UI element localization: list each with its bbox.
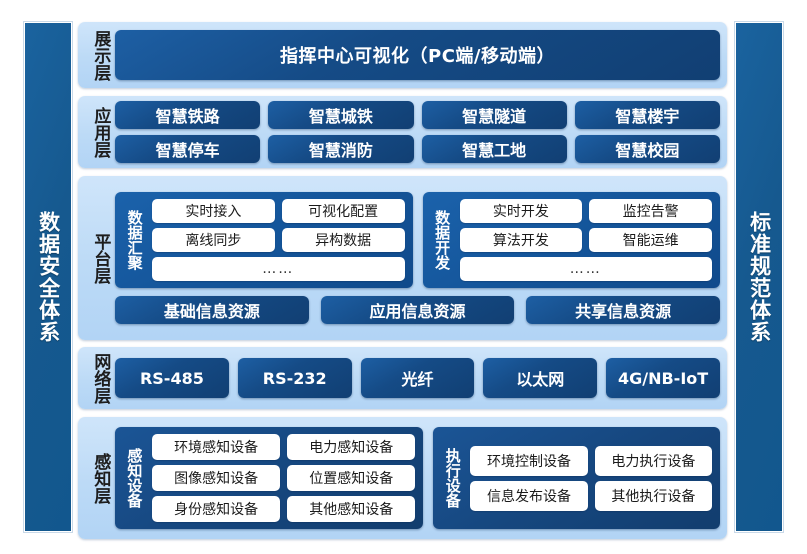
chip-monitoring-alarm[interactable]: 监控告警 [589,199,712,223]
data-development-label: 数据开发 [433,210,452,270]
sensing-devices-label: 感知设备 [125,448,144,508]
application-row-1: 智慧铁路 智慧城铁 智慧隧道 智慧楼宇 [115,101,720,129]
layer-platform: 平台层 数据汇聚 实时接入 可视化配置 离线同步 异构数据 [78,176,727,340]
sensing-devices-label-wrap: 感知设备 [123,434,145,522]
data-development-row-3: …… [459,257,712,281]
resource-basic-information[interactable]: 基础信息资源 [115,296,309,324]
layer-display-label: 展示层 [90,29,111,81]
layer-display-body: 指挥中心可视化（PC端/移动端） [115,28,720,82]
standards-specification-pillar: 标准规范体系 [735,22,783,532]
layer-display: 展示层 指挥中心可视化（PC端/移动端） [78,22,727,88]
data-development-row-2: 算法开发 智能运维 [459,228,712,252]
data-aggregation-row-1: 实时接入 可视化配置 [152,199,405,223]
perception-group-actuator-devices: 执行设备 环境控制设备 电力执行设备 信息发布设备 其他执行设备 [433,427,720,529]
app-item-smart-building[interactable]: 智慧楼宇 [574,101,720,129]
chip-algorithm-development[interactable]: 算法开发 [459,228,583,252]
layer-network-body: RS-485 RS-232 光纤 以太网 4G/NB-IoT [115,353,720,403]
layer-application-label-wrap: 应用层 [85,102,115,162]
data-development-grid: 实时开发 监控告警 算法开发 智能运维 …… [459,199,712,281]
actuator-devices-row-1: 环境控制设备 电力执行设备 [470,445,713,476]
perception-group-sensing-devices: 感知设备 环境感知设备 电力感知设备 图像感知设备 位置感知设备 身份感知设备 [115,427,424,529]
data-aggregation-row-2: 离线同步 异构数据 [152,228,405,252]
data-security-pillar-label: 数据安全体系 [36,211,61,343]
chip-other-actuator-device[interactable]: 其他执行设备 [594,480,713,511]
layer-platform-label: 平台层 [90,232,111,284]
app-item-smart-firefighting[interactable]: 智慧消防 [268,135,414,163]
app-item-smart-campus[interactable]: 智慧校园 [574,135,720,163]
data-aggregation-grid: 实时接入 可视化配置 离线同步 异构数据 …… [152,199,405,281]
layer-perception-label-wrap: 感知层 [85,423,115,533]
layer-perception-label: 感知层 [90,452,111,504]
chip-data-development-more[interactable]: …… [459,257,712,281]
chip-realtime-development[interactable]: 实时开发 [459,199,583,223]
actuator-devices-row-2: 信息发布设备 其他执行设备 [470,480,713,511]
actuator-devices-grid: 环境控制设备 电力执行设备 信息发布设备 其他执行设备 [470,434,713,522]
app-item-smart-urban-rail[interactable]: 智慧城铁 [268,101,414,129]
network-item-4g-nbiot[interactable]: 4G/NB-IoT [606,358,720,398]
chip-power-actuator-device[interactable]: 电力执行设备 [594,445,713,476]
chip-other-sensing-device[interactable]: 其他感知设备 [287,496,416,522]
chip-visualization-config[interactable]: 可视化配置 [281,199,405,223]
platform-group-data-development: 数据开发 实时开发 监控告警 算法开发 智能运维 …… [422,192,720,288]
layer-display-label-wrap: 展示层 [85,28,115,82]
resource-shared-information[interactable]: 共享信息资源 [526,296,721,324]
chip-realtime-access[interactable]: 实时接入 [152,199,275,223]
chip-power-sensing-device[interactable]: 电力感知设备 [287,434,416,460]
sensing-devices-grid: 环境感知设备 电力感知设备 图像感知设备 位置感知设备 身份感知设备 其他感知设… [152,434,416,522]
layer-application-label: 应用层 [90,106,111,158]
chip-environment-sensing-device[interactable]: 环境感知设备 [152,434,281,460]
application-row-2: 智慧停车 智慧消防 智慧工地 智慧校园 [115,135,720,163]
data-development-label-wrap: 数据开发 [431,199,453,281]
platform-group-data-aggregation: 数据汇聚 实时接入 可视化配置 离线同步 异构数据 …… [115,192,413,288]
chip-data-aggregation-more[interactable]: …… [152,257,405,281]
chip-heterogeneous-data[interactable]: 异构数据 [281,228,405,252]
layer-platform-body: 数据汇聚 实时接入 可视化配置 离线同步 异构数据 …… [115,182,721,334]
command-center-visualization-block[interactable]: 指挥中心可视化（PC端/移动端） [115,30,720,80]
chip-image-sensing-device[interactable]: 图像感知设备 [152,465,281,491]
chip-intelligent-ops[interactable]: 智能运维 [589,228,712,252]
perception-groups: 感知设备 环境感知设备 电力感知设备 图像感知设备 位置感知设备 身份感知设备 [115,427,720,529]
chip-environment-control-device[interactable]: 环境控制设备 [470,445,588,476]
layer-network-label: 网络层 [90,352,111,404]
network-item-ethernet[interactable]: 以太网 [483,358,598,398]
layer-perception: 感知层 感知设备 环境感知设备 电力感知设备 图像感知设备 位置感 [78,417,727,539]
data-development-row-1: 实时开发 监控告警 [459,199,712,223]
layer-perception-body: 感知设备 环境感知设备 电力感知设备 图像感知设备 位置感知设备 身份感知设备 [115,423,720,533]
app-item-smart-tunnel[interactable]: 智慧隧道 [421,101,567,129]
chip-identity-sensing-device[interactable]: 身份感知设备 [152,496,281,522]
chip-offline-sync[interactable]: 离线同步 [152,228,275,252]
layer-network: 网络层 RS-485 RS-232 光纤 以太网 4G/NB-IoT [78,347,727,409]
actuator-devices-label-wrap: 执行设备 [441,434,463,522]
platform-groups: 数据汇聚 实时接入 可视化配置 离线同步 异构数据 …… [115,192,720,288]
platform-resources-row: 基础信息资源 应用信息资源 共享信息资源 [115,296,721,324]
app-item-smart-railway[interactable]: 智慧铁路 [115,101,261,129]
actuator-devices-label: 执行设备 [443,448,462,508]
network-item-rs485[interactable]: RS-485 [115,358,229,398]
layer-network-label-wrap: 网络层 [85,352,115,404]
sensing-devices-row-1: 环境感知设备 电力感知设备 [152,434,416,460]
data-security-pillar: 数据安全体系 [24,22,72,532]
data-aggregation-label: 数据汇聚 [125,210,144,270]
chip-information-release-device[interactable]: 信息发布设备 [470,480,588,511]
sensing-devices-row-3: 身份感知设备 其他感知设备 [152,496,416,522]
network-items-row: RS-485 RS-232 光纤 以太网 4G/NB-IoT [115,358,720,398]
network-item-fiber-optic[interactable]: 光纤 [360,358,475,398]
layer-platform-label-wrap: 平台层 [85,182,115,334]
data-aggregation-row-3: …… [152,257,405,281]
network-item-rs232[interactable]: RS-232 [237,358,352,398]
layer-application: 应用层 智慧铁路 智慧城铁 智慧隧道 智慧楼宇 智慧停车 智慧消防 智慧工地 智… [78,96,727,168]
data-aggregation-label-wrap: 数据汇聚 [123,199,145,281]
app-item-smart-parking[interactable]: 智慧停车 [115,135,261,163]
sensing-devices-row-2: 图像感知设备 位置感知设备 [152,465,416,491]
layer-application-body: 智慧铁路 智慧城铁 智慧隧道 智慧楼宇 智慧停车 智慧消防 智慧工地 智慧校园 [115,101,720,163]
chip-location-sensing-device[interactable]: 位置感知设备 [287,465,416,491]
standards-specification-pillar-label: 标准规范体系 [747,211,772,343]
app-item-smart-construction-site[interactable]: 智慧工地 [421,135,567,163]
resource-application-information[interactable]: 应用信息资源 [320,296,515,324]
